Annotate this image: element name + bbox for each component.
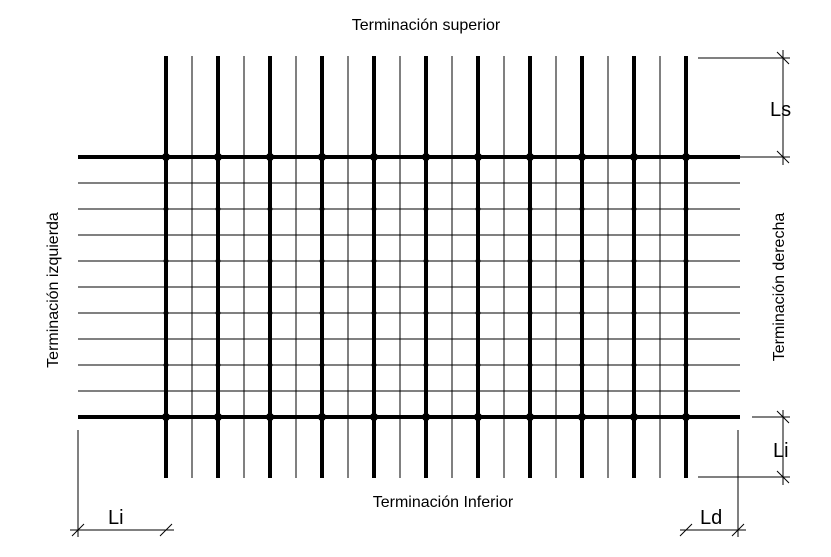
weld-node [163,362,169,368]
ld-label: Ld [700,507,722,529]
weld-node [318,153,326,161]
weld-node [475,362,481,368]
weld-node [527,362,533,368]
weld-node [318,413,326,421]
li-right-tick-bottom [776,470,790,484]
weld-node [682,153,690,161]
weld-node [266,413,274,421]
weld-node [423,206,429,212]
weld-node [267,362,273,368]
weld-node [162,153,170,161]
weld-node [526,153,534,161]
weld-node [319,258,325,264]
li-right-dimension: Li [698,410,790,485]
weld-node [371,362,377,368]
bottom-termination-label: Terminación Inferior [373,494,514,511]
weld-node [215,362,221,368]
weld-node [162,413,170,421]
weld-node [319,310,325,316]
weld-node [682,413,690,421]
ld-tick-left [679,523,693,537]
weld-node [631,258,637,264]
li-bottom-label: Li [108,507,124,529]
weld-node [163,310,169,316]
thick-horizontal-bars [78,155,740,419]
weld-node [578,153,586,161]
weld-node [630,413,638,421]
weld-node [527,258,533,264]
li-bottom-tick-left [71,523,85,537]
weld-node [579,362,585,368]
ld-tick-right [731,523,745,537]
weld-node [683,362,689,368]
weld-node [631,206,637,212]
ls-tick-top [776,51,790,65]
weld-node [631,310,637,316]
weld-node [215,258,221,264]
weld-node [474,413,482,421]
weld-node [579,206,585,212]
left-termination-label: Terminación izquierda [45,212,62,368]
li-bottom-dimension: Li [70,430,174,537]
weld-node [475,206,481,212]
thin-vertical-bars [191,56,661,478]
weld-node [371,206,377,212]
top-termination-label: Terminación superior [352,17,501,34]
weld-node [215,310,221,316]
weld-node [266,153,274,161]
weld-node [319,206,325,212]
weld-node [423,362,429,368]
weld-node [163,206,169,212]
ls-tick-bottom [776,150,790,164]
weld-node [683,206,689,212]
weld-nodes [162,153,690,421]
weld-node [215,206,221,212]
weld-node [267,206,273,212]
thin-horizontal-bars [78,182,740,392]
weld-node [527,310,533,316]
thick-vertical-bars [164,56,688,478]
weld-node [579,258,585,264]
weld-node [422,413,430,421]
weld-node [370,153,378,161]
weld-node [475,310,481,316]
ld-dimension: Ld [679,430,746,537]
right-termination-label: Terminación derecha [771,213,788,362]
li-bottom-tick-right [159,523,173,537]
weld-node [370,413,378,421]
weld-node [683,310,689,316]
weld-node [214,153,222,161]
weld-node [422,153,430,161]
ls-label: Ls [770,99,791,121]
weld-node [578,413,586,421]
ls-dimension: Ls [698,50,791,165]
weld-node [371,310,377,316]
weld-node [423,310,429,316]
weld-node [527,206,533,212]
weld-node [371,258,377,264]
weld-node [631,362,637,368]
weld-node [163,258,169,264]
weld-node [475,258,481,264]
weld-node [214,413,222,421]
weld-node [683,258,689,264]
li-right-label: Li [773,440,789,462]
weld-node [319,362,325,368]
weld-node [630,153,638,161]
weld-node [267,310,273,316]
weld-node [579,310,585,316]
weld-node [474,153,482,161]
weld-node [267,258,273,264]
weld-node [526,413,534,421]
weld-node [423,258,429,264]
li-right-tick-top [776,410,790,424]
